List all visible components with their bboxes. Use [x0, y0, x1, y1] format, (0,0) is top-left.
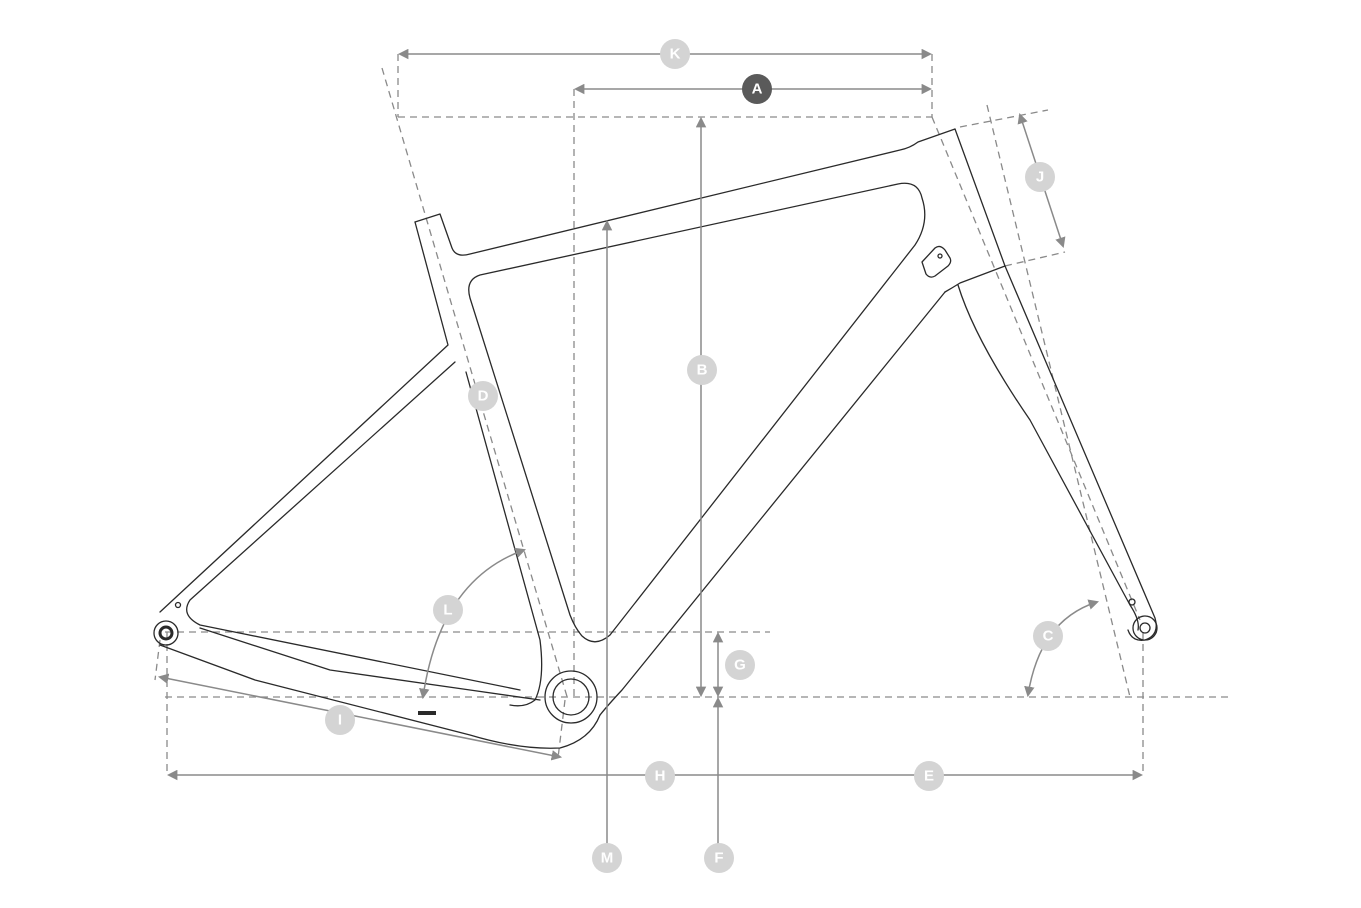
- label-d-badge: D: [468, 381, 498, 411]
- dropout-hole: [174, 601, 182, 609]
- svg-text:E: E: [924, 768, 934, 785]
- chainstay-upper: [199, 627, 541, 701]
- top-tube-outer: [414, 128, 956, 256]
- rear-axle: [158, 625, 174, 641]
- fork-hole: [1128, 598, 1136, 606]
- svg-text:J: J: [1036, 169, 1044, 186]
- svg-text:C: C: [1043, 628, 1054, 645]
- svg-text:B: B: [697, 362, 708, 379]
- dimension-lines: [157, 48, 1144, 845]
- fork: [957, 284, 1139, 631]
- label-k-badge: K: [660, 39, 690, 69]
- fork-rear: [1004, 265, 1157, 641]
- label-f-badge: F: [704, 843, 734, 873]
- label-e-badge: E: [914, 761, 944, 791]
- main-triangle-inner: [468, 182, 926, 643]
- svg-text:H: H: [655, 768, 666, 785]
- bike-frame: [153, 128, 1158, 749]
- label-m-badge: M: [592, 843, 622, 873]
- down-tube-lower: [599, 291, 946, 716]
- label-h-badge: H: [645, 761, 675, 791]
- front-dropout: [1132, 615, 1158, 641]
- label-i-badge: I: [325, 705, 355, 735]
- rear-dropout: [153, 620, 179, 646]
- bottom-bracket-inner: [552, 678, 590, 716]
- label-c-badge: C: [1033, 621, 1063, 651]
- svg-text:I: I: [338, 712, 342, 729]
- head-badge-bolt: [937, 253, 943, 259]
- svg-text:G: G: [734, 657, 746, 674]
- head-badge: [921, 245, 952, 278]
- svg-text:K: K: [670, 46, 681, 63]
- svg-text:M: M: [601, 850, 614, 867]
- label-a-badge: A: [742, 74, 772, 104]
- svg-text:F: F: [714, 850, 723, 867]
- svg-text:A: A: [752, 81, 763, 98]
- head-tube: [944, 128, 1006, 293]
- label-g-badge: G: [725, 650, 755, 680]
- label-b-badge: B: [687, 355, 717, 385]
- svg-text:L: L: [443, 602, 452, 619]
- svg-text:D: D: [478, 388, 489, 405]
- label-l-badge: L: [433, 595, 463, 625]
- seat-tube-rear: [465, 371, 543, 707]
- seat-tube-front: [159, 221, 449, 613]
- seat-stay-inner: [186, 361, 521, 691]
- front-axle: [1139, 622, 1151, 634]
- label-j-badge: J: [1025, 162, 1055, 192]
